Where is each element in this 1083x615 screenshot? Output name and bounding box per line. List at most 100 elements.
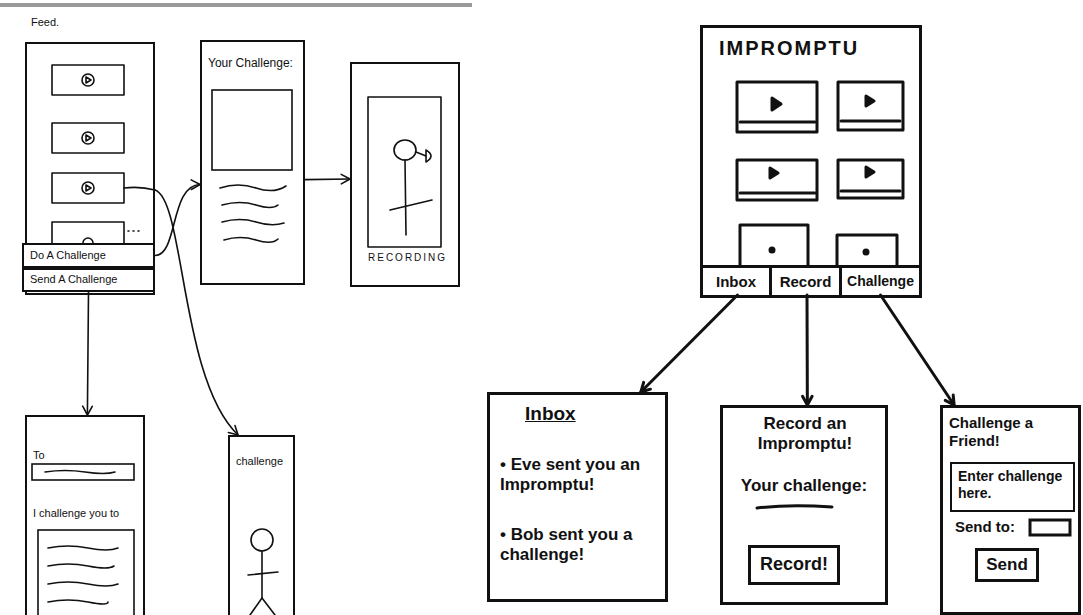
action-button: Record!: [748, 545, 840, 585]
video-thumbnails: [737, 82, 817, 132]
screen-text: Send: [986, 555, 1028, 575]
screen-text: Feed.: [31, 16, 59, 29]
video-thumbnails: [82, 74, 94, 86]
flow-arrow: [305, 174, 350, 184]
video-thumbnails: [86, 185, 91, 191]
video-thumbnails: [866, 167, 874, 177]
screen-text: Inbox: [525, 403, 576, 426]
screen-text: To: [33, 449, 45, 462]
video-thumbnails: [52, 222, 124, 243]
message-form: [48, 564, 114, 568]
screen-text: challenge: [236, 455, 283, 468]
arrow-head: [341, 174, 350, 184]
tab-button: Inbox: [703, 265, 772, 295]
flow-arrow: [155, 190, 238, 435]
video-thumbnails: [772, 98, 781, 110]
screen-text: Challenge a Friend!: [949, 414, 1075, 450]
phone-screen: challenge: [228, 435, 295, 615]
message-form: [48, 546, 118, 550]
recording-view: [405, 160, 406, 235]
phone-screen: Challenge a Friend!Send to:Enter challen…: [940, 405, 1081, 615]
tab-button: Challenge: [842, 265, 919, 295]
recording-view: [416, 152, 426, 156]
video-thumbnails: [82, 182, 94, 194]
scan-edge-bar: [0, 3, 472, 7]
video-thumbnails: [52, 65, 124, 95]
challenge-preview: [222, 203, 278, 208]
action-button: Send: [975, 548, 1039, 582]
flow-arrow: [155, 180, 200, 256]
video-thumbnails: [740, 225, 808, 265]
challenge-preview: [224, 238, 278, 243]
video-thumbnails: [866, 96, 874, 106]
screen-text: Record an Impromptu!: [727, 414, 883, 455]
video-thumbnails: [841, 120, 900, 123]
phone-screen: Inbox • Eve sent you an Impromptu! • Bob s…: [487, 392, 668, 602]
flow-arrow: [881, 295, 955, 405]
screen-text: Enter challenge here.: [958, 468, 1068, 502]
flow-line: [641, 295, 738, 392]
arrow-head: [641, 382, 651, 392]
screen-text: Inbox: [716, 273, 756, 291]
video-thumbnails: [837, 235, 897, 265]
video-thumbnails: [770, 168, 778, 178]
stick-figure: [248, 572, 278, 575]
screen-text: Challenge: [847, 273, 914, 290]
arrow-head: [191, 180, 200, 190]
video-thumbnails: [82, 132, 94, 144]
arrow-head: [803, 396, 813, 405]
recording-view: [368, 97, 441, 247]
body-text: • Bob sent you a challenge!: [500, 525, 658, 566]
video-thumbnails: [737, 82, 903, 265]
screen-text: Record: [780, 273, 832, 291]
screen-text: Send A Challenge: [30, 273, 117, 286]
video-thumbnails: [52, 123, 124, 153]
screen-text: RECORDING: [368, 252, 447, 264]
message-form: [32, 464, 134, 615]
message-form: [48, 600, 108, 604]
flow-arrow: [641, 295, 738, 392]
recording-view: [394, 140, 416, 160]
challenge-preview: [212, 90, 292, 170]
menu-item: Do A Challenge: [22, 243, 155, 268]
phone-screen: IMPROMPTUInboxRecordChallenge: [700, 25, 922, 298]
stick-figure: [261, 551, 263, 598]
body-text: Your challenge:: [741, 476, 867, 496]
video-thumbnails: [841, 190, 900, 193]
video-thumbnails: [52, 65, 139, 243]
message-form: [32, 464, 134, 480]
video-thumbnails: [864, 250, 868, 254]
phone-screen: Record an Impromptu! Your challenge: Recor…: [720, 405, 888, 605]
tab-button: Record: [772, 265, 842, 295]
body-text: I challenge you to: [33, 507, 119, 520]
video-thumbnails: [740, 192, 815, 195]
body-text: • Eve sent you an Impromptu!: [500, 455, 658, 496]
video-thumbnails: [838, 82, 903, 130]
flow-line: [87, 292, 88, 415]
recording-view: [390, 200, 432, 210]
arrow-head: [83, 406, 93, 415]
challenge-preview: [212, 90, 292, 242]
phone-screen: To I challenge you to: [25, 415, 145, 615]
leader-line: [124, 187, 155, 190]
challenge-preview: [222, 220, 284, 225]
video-thumbnails: [52, 173, 124, 203]
video-thumbnails: [838, 160, 903, 198]
recording-view: [368, 97, 441, 247]
flow-line: [806, 295, 809, 405]
message-form: [45, 471, 115, 474]
screen-text: Record!: [760, 554, 828, 576]
screen-text: Your Challenge:: [208, 56, 293, 70]
video-thumbnails: [86, 135, 91, 141]
stick-figure: [251, 529, 273, 551]
challenge-underline: [757, 506, 832, 508]
recipient-input: [1030, 520, 1070, 535]
screen-text: Do A Challenge: [30, 249, 106, 262]
arrow-head: [228, 425, 238, 435]
flow-arrow: [803, 295, 813, 405]
flow-line: [155, 190, 238, 435]
message-form: [38, 530, 134, 615]
video-thumbnails: [86, 77, 91, 83]
message-form: [48, 582, 118, 586]
stick-figure: [248, 529, 278, 615]
